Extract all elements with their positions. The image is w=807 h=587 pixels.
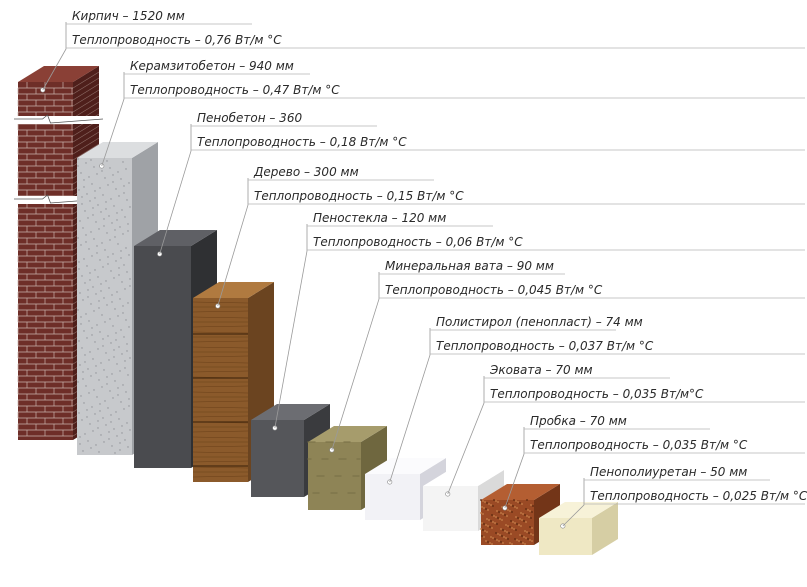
- material-name-label: Пробка – 70 мм: [530, 414, 627, 428]
- material-name-label: Кирпич – 1520 мм: [72, 9, 185, 23]
- material-label: Пеностекла – 120 мм Теплопроводность – 0,…: [307, 211, 805, 251]
- material-label: Дерево – 300 мм Теплопроводность – 0,15 В…: [248, 165, 805, 205]
- material-name-label: Керамзитобетон – 940 мм: [130, 59, 294, 73]
- material-label: Эковата – 70 мм Теплопроводность – 0,035 …: [484, 363, 805, 403]
- conductivity-label: Теплопроводность – 0,045 Вт/м °С: [385, 283, 603, 297]
- block-front-face: [193, 298, 248, 482]
- cork-texture: [480, 499, 534, 545]
- material-name-label: Пенополиуретан – 50 мм: [590, 465, 747, 479]
- block-front-face: [423, 486, 478, 531]
- leader-anchor: [329, 447, 335, 453]
- leader-line: [389, 328, 431, 483]
- break-mark: [14, 114, 104, 124]
- conductivity-label: Теплопроводность – 0,15 Вт/м °С: [254, 189, 464, 203]
- material-label: Полистирол (пенопласт) – 74 мм Теплопрово…: [430, 315, 805, 355]
- material-label: Пенополиуретан – 50 мм Теплопроводность –…: [584, 465, 807, 505]
- block-front-face: [18, 82, 73, 440]
- leader-line: [504, 427, 525, 509]
- material-label: Керамзитобетон – 940 мм Теплопроводность …: [124, 59, 805, 99]
- block-side-face: [592, 502, 618, 555]
- block-front-face: [251, 420, 304, 497]
- block-front-face: [539, 518, 592, 555]
- material-name-label: Дерево – 300 мм: [253, 165, 359, 179]
- block-front-face: [365, 474, 420, 520]
- block-top-face: [481, 484, 560, 500]
- material-label: Пробка – 70 мм Теплопроводность – 0,035 В…: [524, 414, 805, 454]
- material-blocks: [14, 66, 618, 555]
- conductivity-label: Теплопроводность – 0,035 Вт/м °С: [530, 438, 748, 452]
- block-top-face: [18, 66, 99, 82]
- block-top-face: [134, 230, 217, 246]
- material-label: Минеральная вата – 90 мм Теплопроводность…: [379, 259, 805, 299]
- block-top-face: [193, 282, 274, 298]
- block-front-face: [77, 158, 132, 455]
- block-top-face: [423, 470, 504, 486]
- leader-line: [101, 72, 125, 167]
- leader-line: [217, 178, 249, 307]
- material-name-label: Эковата – 70 мм: [489, 363, 593, 377]
- block-top-face: [251, 404, 330, 420]
- leader-line: [331, 272, 380, 451]
- material-name-label: Полистирол (пенопласт) – 74 мм: [436, 315, 643, 329]
- material-labels: Кирпич – 1520 мм Теплопроводность – 0,76 …: [66, 9, 807, 505]
- wool-texture: [307, 441, 361, 494]
- material-name-label: Пенобетон – 360: [197, 111, 302, 125]
- block-top-face: [365, 458, 446, 474]
- conductivity-label: Теплопроводность – 0,18 Вт/м °С: [197, 135, 407, 149]
- conductivity-label: Теплопроводность – 0,025 Вт/м °С: [590, 489, 807, 503]
- leader-anchor: [502, 505, 508, 511]
- leader-lines: [42, 22, 585, 527]
- conductivity-label: Теплопроводность – 0,76 Вт/м °С: [72, 33, 282, 47]
- break-mark: [14, 194, 104, 204]
- brick-texture: [17, 82, 73, 437]
- leader-line: [562, 478, 585, 527]
- conductivity-label: Теплопроводность – 0,037 Вт/м °С: [436, 339, 654, 353]
- leader-line: [159, 124, 192, 255]
- block-front-face: [481, 500, 534, 545]
- conductivity-label: Теплопроводность – 0,06 Вт/м °С: [313, 235, 523, 249]
- leader-line: [42, 22, 67, 91]
- leader-line: [447, 376, 485, 495]
- material-label: Кирпич – 1520 мм Теплопроводность – 0,76 …: [66, 9, 805, 49]
- block-top-face: [77, 142, 158, 158]
- material-block: [192, 282, 274, 482]
- block-top-face: [308, 426, 387, 442]
- leader-line: [274, 224, 308, 429]
- material-name-label: Пеностекла – 120 мм: [313, 211, 446, 225]
- block-front-face: [134, 246, 191, 468]
- conductivity-label: Теплопроводность – 0,47 Вт/м °С: [130, 83, 340, 97]
- material-name-label: Минеральная вата – 90 мм: [385, 259, 554, 273]
- conductivity-label: Теплопроводность – 0,035 Вт/м°С: [490, 387, 704, 401]
- wood-grain-texture: [192, 301, 249, 478]
